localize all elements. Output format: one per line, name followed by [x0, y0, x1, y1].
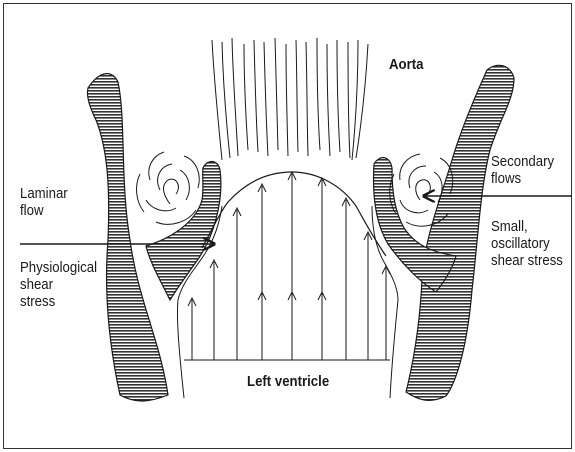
aorta-flow-lines — [212, 38, 368, 160]
label-laminar-flow: Laminar flow — [20, 185, 68, 219]
left-vortex — [137, 152, 200, 224]
label-left-ventricle: Left ventricle — [247, 373, 329, 390]
label-small-oscillatory-shear-stress: Small, oscillatory shear stress — [491, 218, 563, 269]
left-aortic-wall — [87, 74, 168, 401]
label-aorta: Aorta — [389, 56, 423, 73]
velocity-profile — [202, 172, 386, 256]
label-physiological-shear-stress: Physiological shear stress — [20, 259, 97, 310]
label-secondary-flows: Secondary flows — [491, 153, 554, 187]
